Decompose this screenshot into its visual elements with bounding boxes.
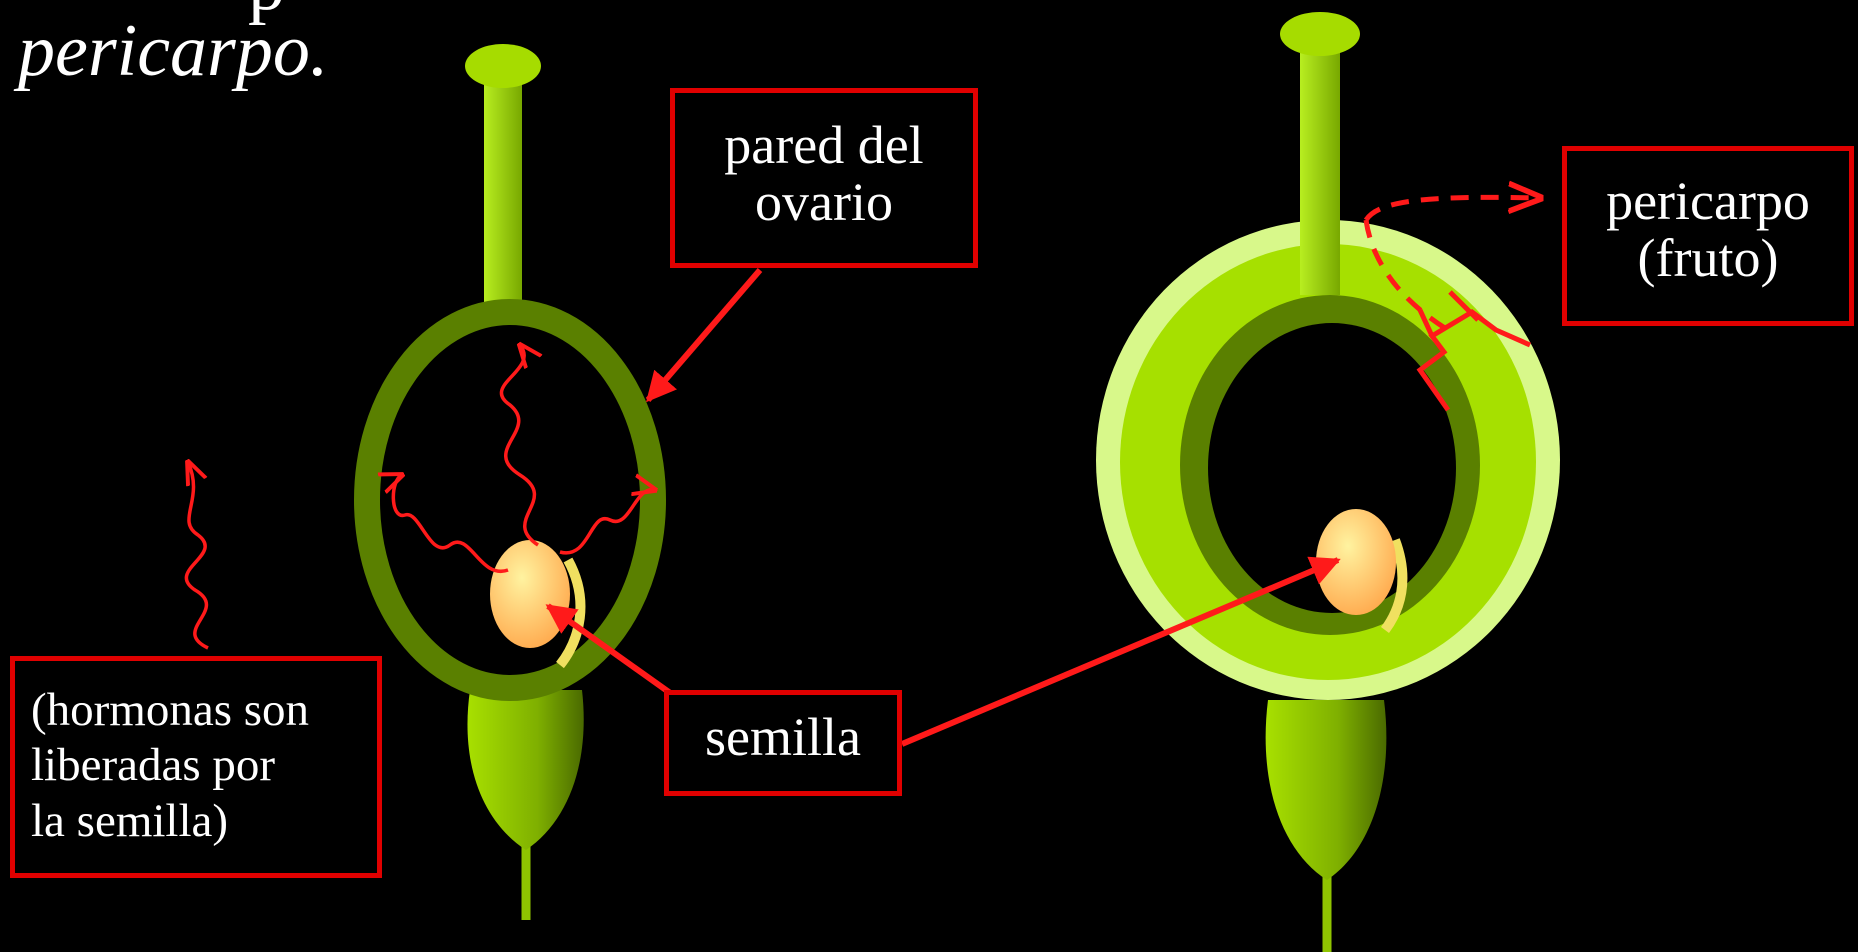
stigma-left bbox=[465, 44, 541, 88]
seed-left bbox=[490, 540, 570, 648]
page-title: pericarpo. bbox=[18, 14, 328, 88]
style-right bbox=[1300, 40, 1340, 295]
ovary-wall-arrow bbox=[648, 270, 760, 400]
ovary-wall-label: pared del ovario bbox=[670, 88, 978, 268]
style-left bbox=[484, 70, 522, 310]
fruit-receptacle-right bbox=[1266, 700, 1387, 880]
seed-label: semilla bbox=[664, 690, 902, 796]
hormone-wave-up bbox=[501, 345, 538, 545]
hormones-label-line3: la semilla) bbox=[31, 794, 377, 849]
pericarp-label-line1: pericarpo bbox=[1567, 173, 1849, 230]
pericarp-label-line2: (fruto) bbox=[1567, 230, 1849, 287]
hormones-label-line1: (hormonas son bbox=[31, 683, 377, 738]
ovary-wall-label-line2: ovario bbox=[675, 174, 973, 231]
fruit-right bbox=[1096, 12, 1560, 952]
wavy-arrow-icon bbox=[186, 462, 208, 648]
hormone-wave-left bbox=[393, 475, 508, 571]
flower-receptacle-left bbox=[467, 690, 583, 850]
hormones-label: (hormonas son liberadas por la semilla) bbox=[10, 656, 382, 878]
ovary-wall-label-line1: pared del bbox=[675, 117, 973, 174]
pericarp-dashed-leader bbox=[1366, 197, 1540, 220]
stigma-right bbox=[1280, 12, 1360, 56]
pericarp-label: pericarpo (fruto) bbox=[1562, 146, 1854, 326]
hormones-label-line2: liberadas por bbox=[31, 738, 377, 793]
seed-label-text: semilla bbox=[669, 709, 897, 766]
flower-left bbox=[367, 44, 655, 920]
